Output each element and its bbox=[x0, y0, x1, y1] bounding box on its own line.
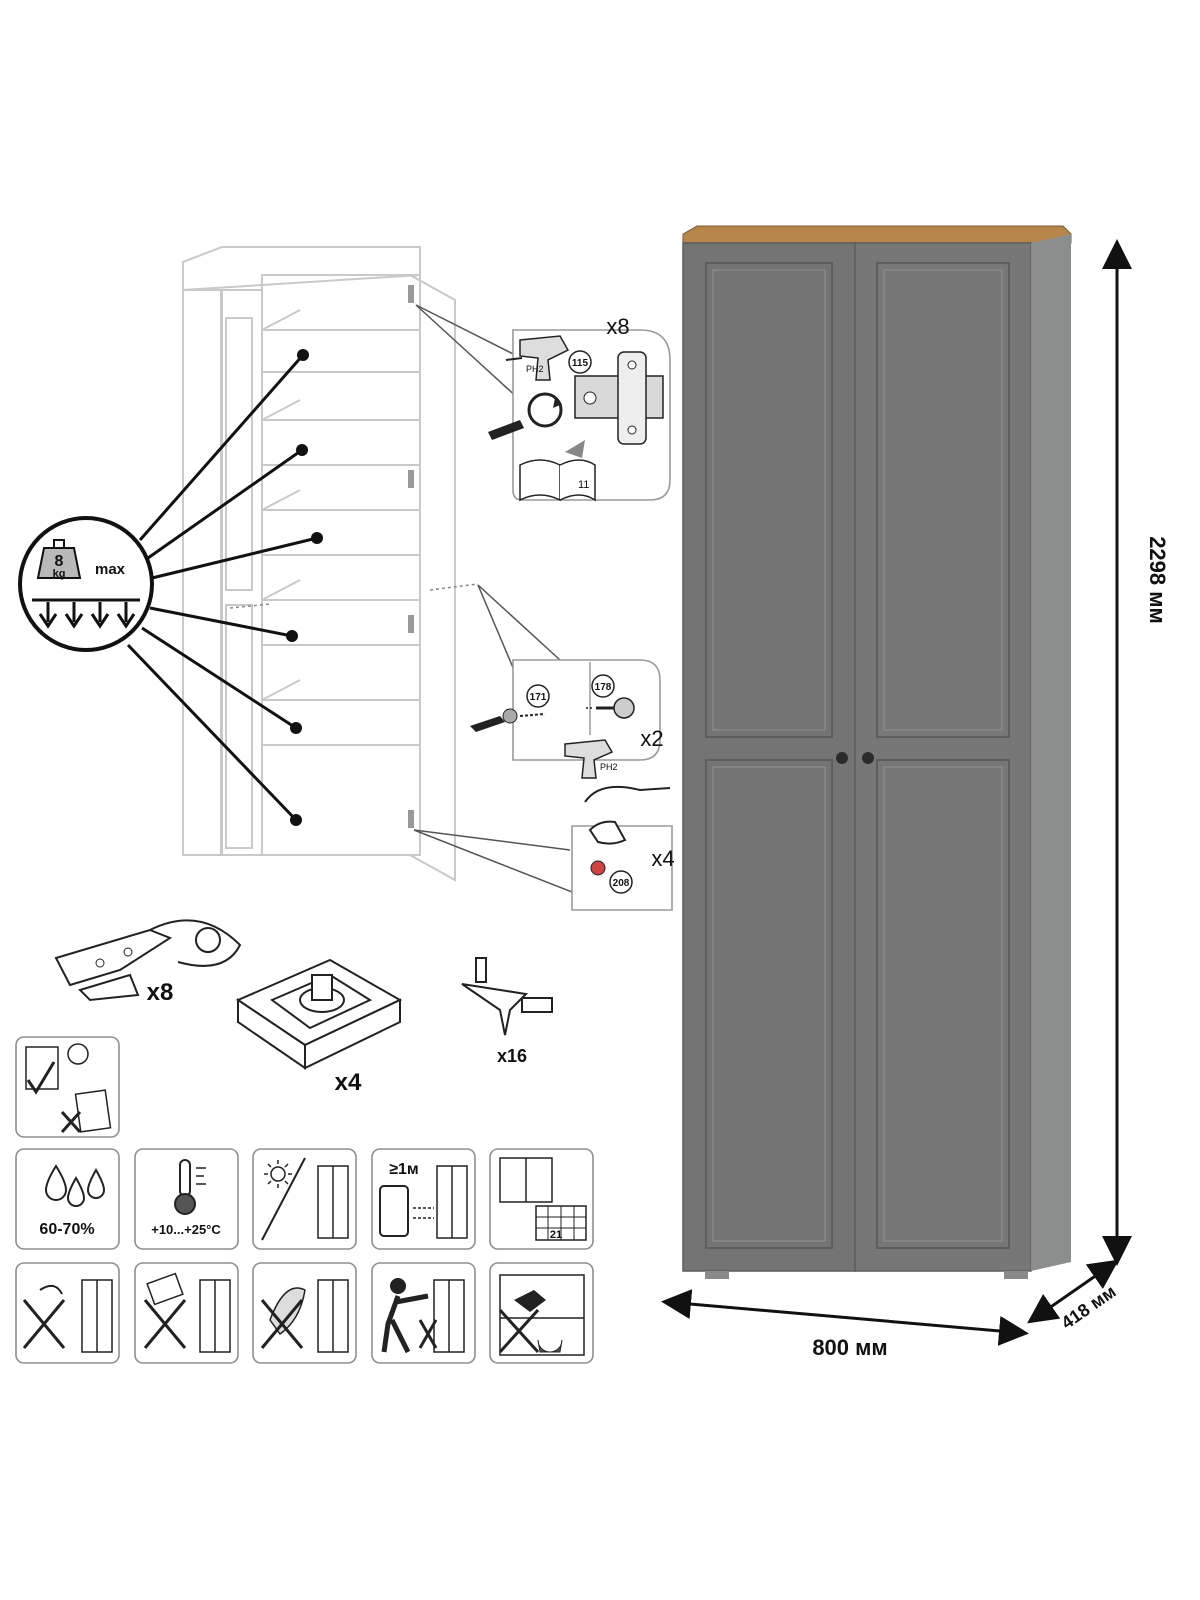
right-door-knob bbox=[862, 752, 874, 764]
load-max-label: max bbox=[95, 561, 126, 578]
no-abrasives-icon bbox=[134, 1262, 239, 1364]
hinge-tool: PH2 bbox=[526, 364, 544, 374]
left-door bbox=[682, 242, 856, 1272]
height-dimension: 2298 мм bbox=[1102, 239, 1170, 1266]
part-hinge: x8 bbox=[54, 919, 242, 1006]
left-door-knob bbox=[836, 752, 848, 764]
cabinet-top bbox=[682, 225, 1072, 244]
front-left-foot bbox=[705, 1271, 729, 1279]
foot-part-no: 208 bbox=[613, 878, 630, 889]
no-heavy-load-icon bbox=[489, 1262, 594, 1364]
front-right-foot bbox=[1004, 1271, 1028, 1279]
part-leveling-foot: x4 bbox=[235, 958, 403, 1096]
wall-anchor-callout: 171 178 PH2 x2 bbox=[470, 584, 664, 779]
part-shelf-support: x16 bbox=[461, 957, 553, 1066]
temperature-icon: +10...+25°C bbox=[134, 1148, 239, 1250]
load-weight: 8 bbox=[55, 553, 64, 570]
right-door bbox=[854, 242, 1032, 1272]
depth-dimension: 418 мм bbox=[1027, 1259, 1120, 1333]
shelf-support-part-qty: x16 bbox=[497, 1046, 527, 1066]
heater-distance-icon: ≥1м bbox=[371, 1148, 476, 1250]
drill-icon bbox=[564, 739, 614, 779]
hinge-marker-bottom bbox=[408, 810, 414, 828]
hinge-plate-icon bbox=[574, 351, 664, 445]
hinge-part-qty: x8 bbox=[147, 979, 174, 1006]
anchor-tool: PH2 bbox=[600, 762, 618, 772]
temperature-range: +10...+25°C bbox=[151, 1222, 221, 1237]
screwdriver-rotate-icon bbox=[488, 392, 563, 440]
depth-label: 418 мм bbox=[1058, 1281, 1120, 1333]
anchor-part-b: 178 bbox=[595, 682, 612, 693]
humidity-icon: 60-70% bbox=[15, 1148, 120, 1250]
load-unit: kg bbox=[53, 568, 66, 580]
foot-level-callout: 208 x4 bbox=[413, 785, 675, 911]
heater-distance: ≥1м bbox=[389, 1161, 419, 1178]
down-arrows-icon bbox=[38, 602, 136, 629]
drill-icon bbox=[505, 335, 570, 381]
hinge-marker-mid bbox=[408, 470, 414, 488]
anchor-qty: x2 bbox=[640, 726, 663, 751]
hinge-qty: x8 bbox=[606, 314, 629, 339]
calendar-day: 21 bbox=[550, 1229, 562, 1241]
humidity-range: 60-70% bbox=[39, 1221, 94, 1238]
foot-qty: x4 bbox=[651, 846, 674, 871]
wall-plug-icon bbox=[586, 697, 635, 719]
no-harsh-cloth-icon bbox=[252, 1262, 357, 1364]
no-direct-sunlight-icon bbox=[252, 1148, 357, 1250]
width-label: 800 мм bbox=[812, 1335, 887, 1360]
anchor-part-a: 171 bbox=[530, 692, 547, 703]
hand-icon bbox=[584, 785, 671, 845]
hinge-part-no: 115 bbox=[572, 358, 589, 369]
hinge-adjust-callout: x8 PH2 115 11 bbox=[415, 304, 671, 502]
cabinet-render bbox=[682, 225, 1072, 1279]
manual-page-icon bbox=[519, 440, 596, 502]
hinge-page-ref: 11 bbox=[578, 479, 589, 491]
wireframe-cabinet bbox=[182, 246, 479, 882]
assembly-guidance-icon bbox=[15, 1036, 120, 1138]
weight-icon bbox=[36, 547, 82, 579]
no-leaning-icon bbox=[371, 1262, 476, 1364]
max-load-badge: 8 kg max bbox=[18, 516, 154, 652]
anchor-screw-icon bbox=[470, 708, 546, 732]
cabinet-side bbox=[1031, 234, 1071, 1271]
acclimatize-calendar-icon: 21 bbox=[489, 1148, 594, 1250]
hinge-marker-low bbox=[408, 615, 414, 633]
shelf-load-pointers bbox=[126, 349, 323, 826]
height-label: 2298 мм bbox=[1145, 536, 1170, 624]
no-liquids-icon bbox=[15, 1262, 120, 1364]
width-dimension: 800 мм bbox=[661, 1289, 1029, 1360]
foot-part-qty: x4 bbox=[335, 1069, 362, 1096]
hinge-marker-top bbox=[408, 285, 414, 303]
